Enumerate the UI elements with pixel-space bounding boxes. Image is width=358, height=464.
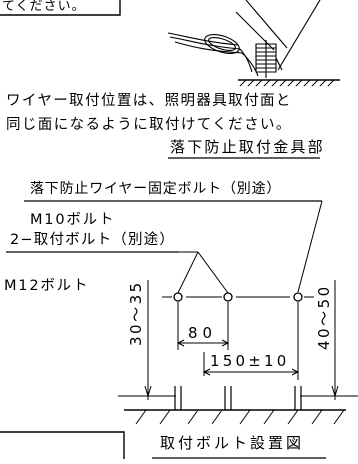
fixing-bolt-label: 落下防止ワイヤー固定ボルト（別途） — [30, 180, 281, 197]
dim-150-text: 150±10 — [210, 352, 290, 370]
dim-left-lines — [118, 280, 176, 400]
callout-box-edge — [0, 0, 121, 16]
ground-hatch-top — [238, 79, 340, 87]
note-line-2: 同じ面になるように取付けてください。 — [6, 116, 292, 133]
section-title: 落下防止取付金具部 — [170, 138, 325, 156]
bolt-holes — [173, 292, 303, 302]
m12-label: M12ボルト — [4, 277, 89, 294]
dim-80-text: 80 — [188, 324, 217, 342]
top-callout — [0, 0, 121, 16]
mounting-bolt-label: 2−取付ボルト（別途） — [10, 231, 175, 248]
top-fragment-text: てください。 — [2, 0, 86, 14]
figure-title: 取付ボルト設置図 — [160, 434, 304, 452]
note-line-1: ワイヤー取付位置は、照明器具取付面と — [6, 92, 292, 109]
bolt-hole-left — [173, 292, 183, 302]
bolt-hole-middle — [223, 292, 233, 302]
slab-hatch — [135, 409, 345, 425]
dim-left-text: 30〜35 — [127, 280, 145, 346]
bolt-hole-right — [293, 292, 303, 302]
leader-lines — [177, 200, 323, 294]
dim-right-lines — [300, 280, 358, 400]
bottom-frame-fragment — [0, 431, 125, 459]
slab-section — [124, 386, 346, 411]
dim-right-text: 40〜50 — [315, 284, 333, 350]
wire-illustration — [167, 0, 321, 78]
dim-80-lines — [176, 302, 230, 350]
m10-label: M10ボルト — [30, 211, 115, 228]
dim-150-lines — [202, 302, 300, 380]
